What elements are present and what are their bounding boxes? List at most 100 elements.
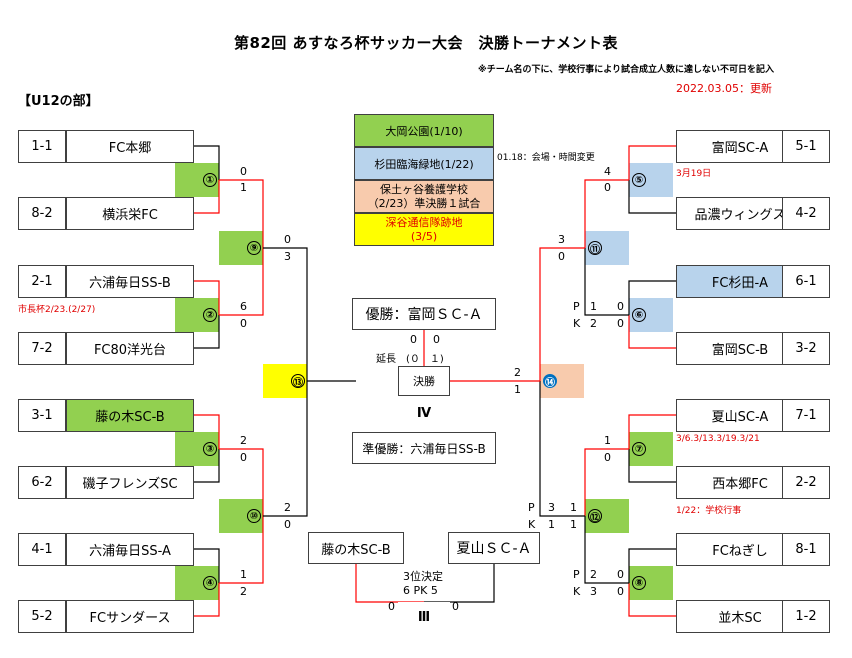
score-m4-top: 1 — [240, 568, 247, 581]
third-place-pk: 6 PK 5 — [403, 584, 438, 597]
left-seed-2: 8-2 — [18, 197, 66, 230]
score-m12-bot-b: 1 — [570, 518, 577, 531]
left-team-6: 磯子フレンズSC — [66, 466, 194, 499]
score-m12-top-b: 1 — [570, 501, 577, 514]
score-m9-top: 0 — [284, 233, 291, 246]
match-7-number: ⑦ — [632, 442, 646, 456]
third-left-team: 藤の木SC-B — [308, 532, 404, 564]
score-m12-top-a: 3 — [548, 501, 555, 514]
score-m7-bot: 0 — [604, 451, 611, 464]
left-team-4: FC80洋光台 — [66, 332, 194, 365]
match-1-number: ① — [203, 173, 217, 187]
final-score-b: 0 — [433, 333, 440, 346]
venue-3-name: 保土ヶ谷養護学校 — [380, 183, 468, 196]
left-team-1: FC本郷 — [66, 130, 194, 163]
right-seed-4: 3-2 — [782, 332, 830, 365]
venue-1: 大岡公園(1/10) — [354, 114, 494, 147]
venue-3-date: （2/23）準決勝１試合 — [367, 197, 481, 210]
score-m14-bot: 1 — [514, 383, 521, 396]
score-m7-top: 1 — [604, 434, 611, 447]
score-m10-bot: 0 — [284, 518, 291, 531]
score-m2-bot: 0 — [240, 317, 247, 330]
venue-change-note: 01.18：会場・時間変更 — [497, 153, 595, 163]
score-m2-top: 6 — [240, 300, 247, 313]
left-seed-5: 3-1 — [18, 399, 66, 432]
match-13-number: ⑬ — [291, 374, 305, 389]
score-m6-bot-b: 0 — [617, 317, 624, 330]
venue-4: 深谷通信隊跡地 (3/5) — [354, 213, 494, 246]
final-label: 決勝 — [398, 366, 450, 396]
third-right-team: 夏山ＳＣ-Ａ — [448, 532, 540, 564]
score-m8-bot-a: 3 — [590, 585, 597, 598]
match-9-number: ⑨ — [247, 241, 261, 255]
match-8-number: ⑧ — [632, 576, 646, 590]
match-12-number: ⑫ — [588, 509, 602, 524]
score-m1-bot: 1 — [240, 181, 247, 194]
score-m11-top: 3 — [558, 233, 565, 246]
venue-4-name: 深谷通信隊跡地 — [385, 216, 463, 229]
score-m8-bot-b: 0 — [617, 585, 624, 598]
header-note: ※チーム名の下に、学校行事により試合成立人数に達しない不可日を記入 — [478, 65, 775, 75]
score-m12-p: P — [528, 501, 535, 514]
score-m6-bot-a: 2 — [590, 317, 597, 330]
score-m14-top: 2 — [514, 366, 521, 379]
score-m8-k: K — [573, 585, 581, 598]
score-m6-top-a: 1 — [590, 300, 597, 313]
extension-label: 延長 (０ １) — [376, 354, 444, 365]
note-m7: 3/6.3/13.3/19.3/21 — [676, 434, 760, 444]
right-seed-2: 4-2 — [782, 197, 830, 230]
note-m5: 3月19日 — [676, 169, 712, 179]
right-seed-8: 1-2 — [782, 600, 830, 633]
third-score-left: 0 — [388, 600, 395, 613]
note-m2: 市長杯2/23.(2/27) — [18, 305, 96, 315]
left-seed-7: 4-1 — [18, 533, 66, 566]
score-m8-top-a: 2 — [590, 568, 597, 581]
left-team-8: FCサンダース — [66, 600, 194, 633]
match-4-number: ④ — [203, 576, 217, 590]
score-m9-bot: 3 — [284, 250, 291, 263]
left-team-2: 横浜栄FC — [66, 197, 194, 230]
match-6-number: ⑥ — [632, 308, 646, 322]
score-m4-bot: 2 — [240, 585, 247, 598]
score-m8-top-b: 0 — [617, 568, 624, 581]
left-team-7: 六浦毎日SS-A — [66, 533, 194, 566]
score-m6-k: K — [573, 317, 581, 330]
left-team-3: 六浦毎日SS-B — [66, 265, 194, 298]
score-m5-bot: 0 — [604, 181, 611, 194]
score-m11-bot: 0 — [558, 250, 565, 263]
left-seed-6: 6-2 — [18, 466, 66, 499]
page-title: 第82回 あすなろ杯サッカー大会 決勝トーナメント表 — [233, 34, 619, 52]
match-14-number: ⑭ — [543, 374, 557, 389]
match-11-number: ⑪ — [588, 241, 602, 256]
third-score-right: 0 — [452, 600, 459, 613]
score-m6-top-b: 0 — [617, 300, 624, 313]
match-5-number: ⑤ — [632, 173, 646, 187]
score-m1-top: 0 — [240, 165, 247, 178]
left-seed-3: 2-1 — [18, 265, 66, 298]
score-m12-k: K — [528, 518, 536, 531]
champion-box: 優勝：富岡ＳＣ-Ａ — [352, 298, 496, 330]
third-place-label: 3位決定 — [403, 570, 443, 583]
right-seed-1: 5-1 — [782, 130, 830, 163]
match-10-number: ⑩ — [247, 509, 261, 523]
third-venue-mark: Ⅲ — [398, 602, 450, 632]
left-team-5: 藤の木SC-B — [66, 399, 194, 432]
score-m10-top: 2 — [284, 501, 291, 514]
right-seed-3: 6-1 — [782, 265, 830, 298]
final-venue-mark: Ⅳ — [398, 398, 450, 428]
left-seed-8: 5-2 — [18, 600, 66, 633]
left-seed-1: 1-1 — [18, 130, 66, 163]
match-2-number: ② — [203, 308, 217, 322]
right-seed-7: 8-1 — [782, 533, 830, 566]
runner-up-box: 準優勝：六浦毎日SS-B — [352, 432, 496, 464]
final-score-a: 0 — [410, 333, 417, 346]
left-seed-4: 7-2 — [18, 332, 66, 365]
match-3-number: ③ — [203, 442, 217, 456]
update-date: 2022.03.05：更新 — [676, 82, 772, 95]
venue-4-date: (3/5) — [410, 230, 438, 243]
right-seed-6: 2-2 — [782, 466, 830, 499]
score-m5-top: 4 — [604, 165, 611, 178]
right-seed-5: 7-1 — [782, 399, 830, 432]
division-label: 【U12の部】 — [18, 94, 99, 109]
